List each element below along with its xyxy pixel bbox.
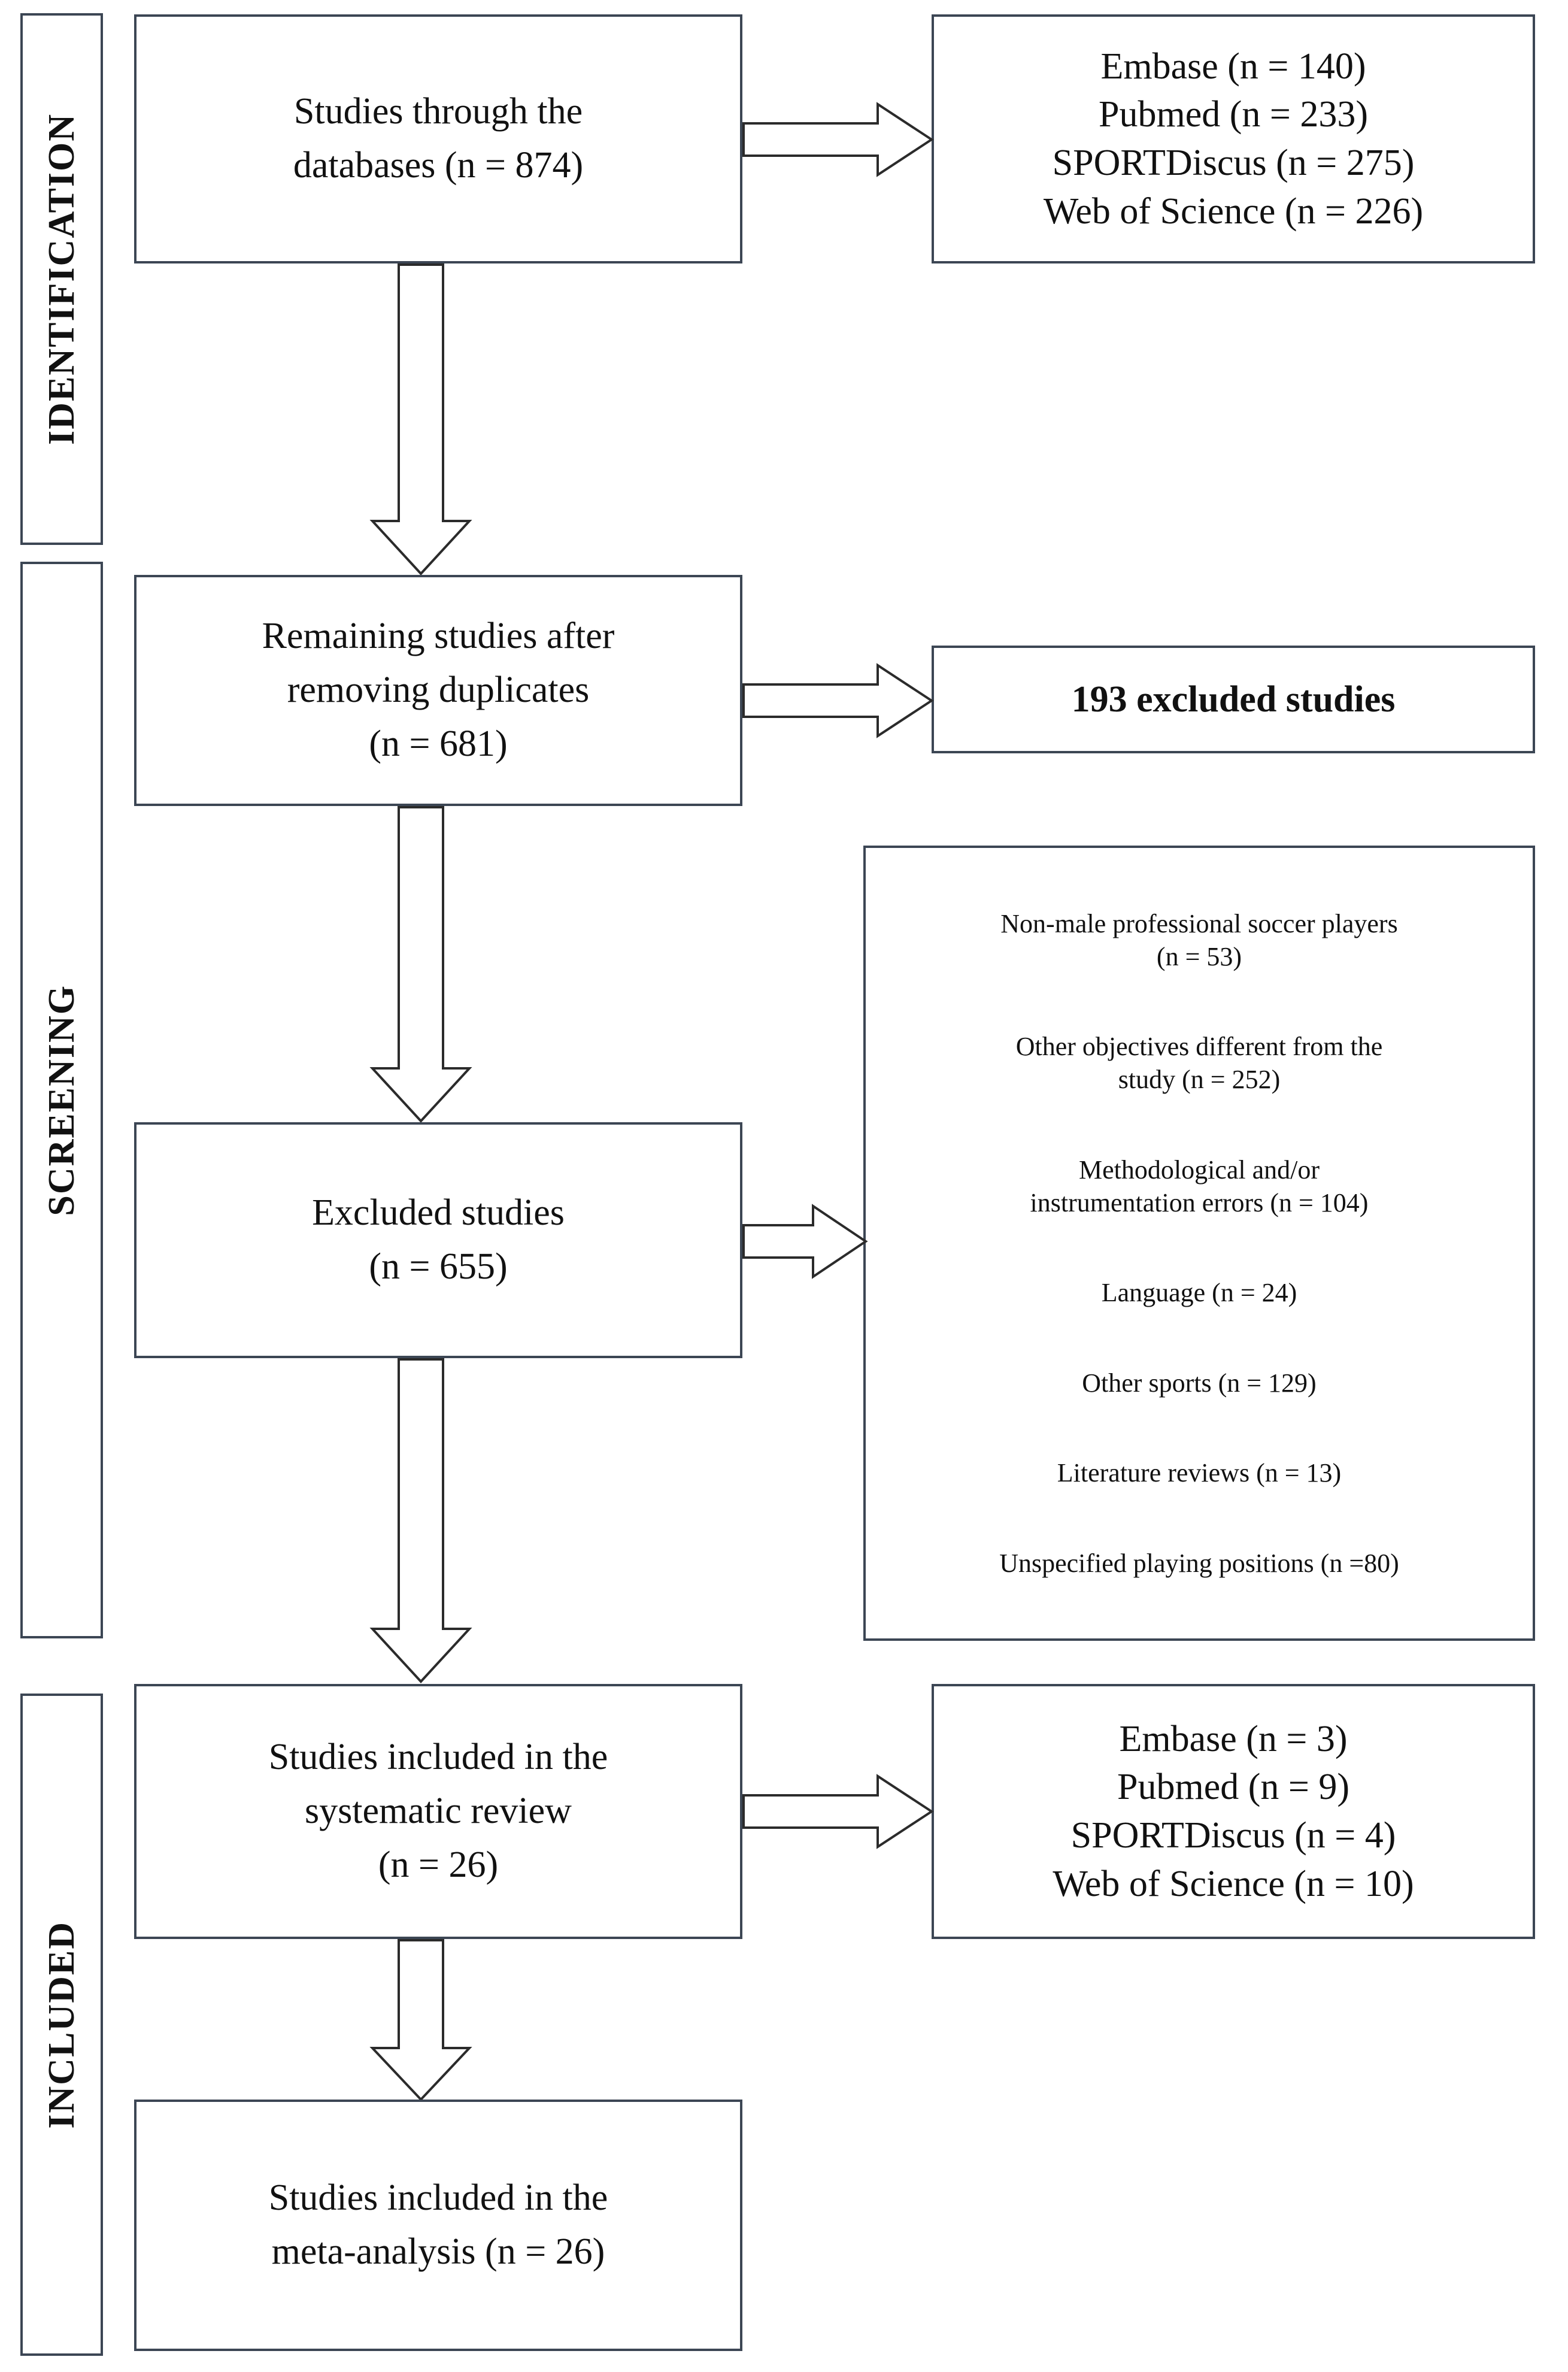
node-databases-identified: Embase (n = 140) Pubmed (n = 233) SPORTD… <box>932 14 1535 263</box>
arrow-right-included <box>742 1773 934 1850</box>
node-line: meta-analysis (n = 26) <box>271 2231 605 2272</box>
stage-label-identification: IDENTIFICATION <box>41 113 82 445</box>
node-line: removing duplicates <box>287 670 590 711</box>
exclusion-reason-item: Non-male professional soccer players (n … <box>1000 907 1397 973</box>
exclusion-reason-item: Language (n = 24) <box>1102 1276 1297 1309</box>
node-line: (n = 53) <box>1156 941 1242 971</box>
node-included-systematic-review: Studies included in the systematic revie… <box>134 1684 742 1939</box>
node-line: (n = 655) <box>369 1246 508 1287</box>
node-line: (n = 26) <box>378 1844 499 1885</box>
stage-label-screening: SCREENING <box>41 984 82 1216</box>
stage-label-included: INCLUDED <box>41 1920 82 2129</box>
node-line: Studies included in the <box>268 1737 608 1778</box>
node-line: Non-male professional soccer players <box>1000 908 1398 938</box>
node-line: Studies included in the <box>268 2177 608 2219</box>
node-duplicates-removed: 193 excluded studies <box>932 646 1535 753</box>
arrow-right-duplicates <box>742 662 934 740</box>
node-line: Pubmed (n = 9) <box>1117 1767 1349 1808</box>
node-line: Other objectives different from the <box>1015 1032 1383 1061</box>
exclusion-reason-item: Methodological and/or instrumentation er… <box>1030 1153 1369 1219</box>
stage-box-screening: SCREENING <box>20 562 103 1638</box>
exclusion-reason-item: Other objectives different from the stud… <box>1016 1030 1383 1096</box>
node-line: SPORTDiscus (n = 4) <box>1070 1815 1396 1856</box>
node-line: systematic review <box>305 1791 572 1832</box>
node-line: Web of Science (n = 226) <box>1043 190 1424 232</box>
exclusion-reason-item: Other sports (n = 129) <box>1082 1367 1316 1399</box>
node-after-duplicates: Remaining studies after removing duplica… <box>134 575 742 806</box>
arrow-right-identification <box>742 101 934 178</box>
node-excluded-studies: Excluded studies (n = 655) <box>134 1122 742 1358</box>
node-exclusion-reasons: Non-male professional soccer players (n … <box>863 846 1535 1641</box>
arrow-down-to-excluded <box>370 806 472 1123</box>
node-included-meta-analysis: Studies included in the meta-analysis (n… <box>134 2100 742 2351</box>
node-line: 193 excluded studies <box>1071 678 1396 720</box>
node-line: study (n = 252) <box>1118 1065 1281 1094</box>
arrow-down-identification-to-screening <box>370 263 472 576</box>
node-databases-included: Embase (n = 3) Pubmed (n = 9) SPORTDiscu… <box>932 1684 1535 1939</box>
node-line: SPORTDiscus (n = 275) <box>1052 143 1415 183</box>
node-line: Unspecified playing positions (n =80) <box>999 1548 1399 1578</box>
node-line: instrumentation errors (n = 104) <box>1030 1187 1369 1217</box>
node-line: Remaining studies after <box>262 616 615 657</box>
node-line: Studies through the <box>293 91 583 132</box>
arrow-down-to-meta-analysis <box>370 1939 472 2102</box>
node-line: Excluded studies <box>312 1192 565 1234</box>
exclusion-reason-item: Literature reviews (n = 13) <box>1057 1456 1341 1489</box>
node-line: Literature reviews (n = 13) <box>1057 1458 1342 1488</box>
node-line: (n = 681) <box>369 723 508 764</box>
node-line: Methodological and/or <box>1078 1155 1320 1185</box>
node-line: databases (n = 874) <box>293 145 584 186</box>
stage-box-included: INCLUDED <box>20 1694 103 2356</box>
node-records-identified: Studies through the databases (n = 874) <box>134 14 742 263</box>
stage-box-identification: IDENTIFICATION <box>20 13 103 545</box>
node-line: Pubmed (n = 233) <box>1099 94 1368 135</box>
node-line: Language (n = 24) <box>1101 1278 1297 1307</box>
node-line: Embase (n = 3) <box>1119 1718 1348 1759</box>
exclusion-reason-item: Unspecified playing positions (n =80) <box>999 1547 1399 1580</box>
arrow-right-exclusion-reasons <box>742 1202 868 1280</box>
node-line: Web of Science (n = 10) <box>1053 1863 1414 1904</box>
node-line: Other sports (n = 129) <box>1082 1368 1317 1398</box>
node-line: Embase (n = 140) <box>1100 46 1366 87</box>
arrow-down-to-included-review <box>370 1358 472 1684</box>
